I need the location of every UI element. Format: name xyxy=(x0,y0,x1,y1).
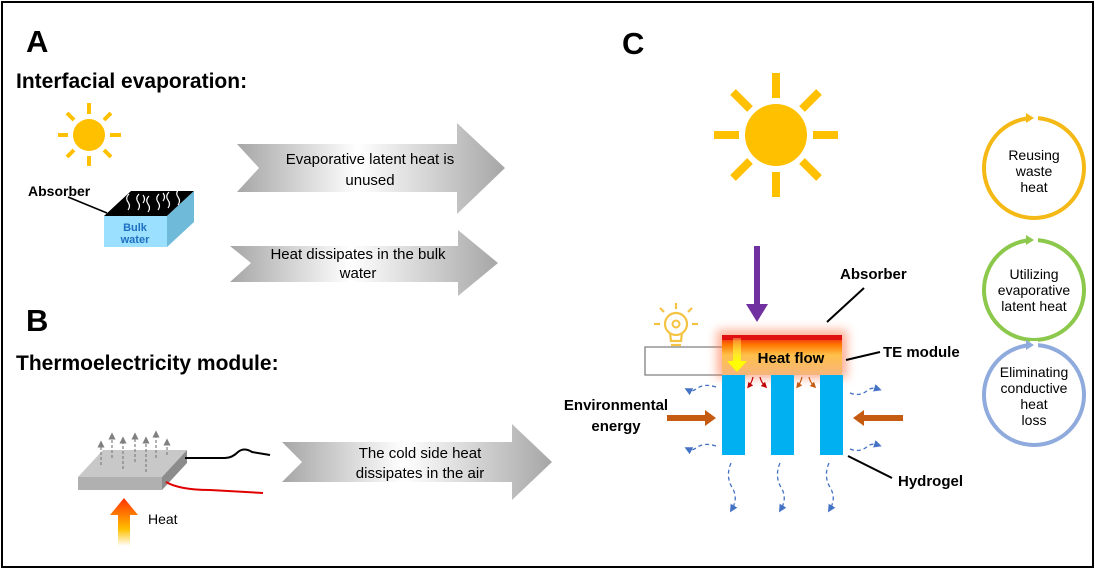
arrow-cold-side-heat xyxy=(282,424,552,500)
benefit-1-line-3: heat xyxy=(1020,179,1047,195)
env-energy-arrow-right xyxy=(853,410,903,426)
benefit-2-line-3: latent heat xyxy=(1001,298,1066,314)
panel-b-letter: B xyxy=(26,303,48,338)
te-module-leader xyxy=(845,351,881,361)
vapor-flow-arrows xyxy=(684,384,882,513)
te-module-block xyxy=(722,335,842,375)
benefit-2-line-2: evaporative xyxy=(998,282,1071,298)
hydrogel-label: Hydrogel xyxy=(898,473,963,490)
hydrogel-column-3 xyxy=(820,375,843,455)
hydrogel-leader xyxy=(847,455,893,479)
arrow-latent-heat-unused xyxy=(237,123,505,214)
hydrogel-column-1 xyxy=(722,375,745,455)
benefit-3-line-4: loss xyxy=(1022,412,1047,428)
arrow-heat-dissipates-bulk xyxy=(230,230,498,296)
panel-b-title: Thermoelectricity module: xyxy=(16,352,279,375)
absorber-water-block: Bulk water xyxy=(104,188,194,247)
heat-flow-arrow-shaft xyxy=(733,338,741,363)
arrow1-text-line2: unused xyxy=(345,172,394,189)
arrow3-text-line1: The cold side heat xyxy=(359,445,482,462)
benefit-3-line-2: conductive xyxy=(1001,380,1068,396)
red-wire xyxy=(165,481,264,494)
bulk-label: Bulk xyxy=(123,222,148,234)
panel-c-letter: C xyxy=(622,26,644,61)
env-energy-arrow-left xyxy=(667,410,716,426)
black-wire xyxy=(185,448,271,459)
benefit-1-line-2: waste xyxy=(1015,163,1053,179)
panel-a-letter: A xyxy=(26,24,48,59)
te-module-plate xyxy=(78,450,187,490)
hydrogel-column-2 xyxy=(771,375,794,455)
solar-input-arrow xyxy=(746,246,768,322)
benefit-2-line-1: Utilizing xyxy=(1009,266,1058,282)
absorber-label-c: Absorber xyxy=(840,266,907,283)
absorber-leader-line xyxy=(67,196,108,214)
circuit-wire xyxy=(644,346,724,376)
light-bulb-icon xyxy=(654,303,698,347)
benefit-3-line-1: Eliminating xyxy=(1000,364,1068,380)
benefit-3-line-3: heat xyxy=(1020,396,1047,412)
env-energy-label-2: energy xyxy=(591,418,641,435)
arrow2-text-line2: water xyxy=(339,265,377,282)
panel-a-title: Interfacial evaporation: xyxy=(16,70,247,93)
benefit-utilizing-latent-heat: Utilizing evaporative latent heat xyxy=(982,235,1086,342)
heat-flow-label: Heat flow xyxy=(758,350,825,367)
arrow3-text-line2: dissipates in the air xyxy=(356,465,484,482)
benefit-eliminating-conductive-loss: Eliminating conductive heat loss xyxy=(982,340,1086,447)
arrow1-text-line1: Evaporative latent heat is xyxy=(286,151,454,168)
benefit-1-line-1: Reusing xyxy=(1008,147,1059,163)
te-module-label: TE module xyxy=(883,344,960,361)
heat-label: Heat xyxy=(148,511,178,527)
env-energy-label-1: Environmental xyxy=(564,397,668,414)
heat-input-arrow xyxy=(110,498,138,546)
large-sun-icon xyxy=(714,73,838,197)
inner-heat-arrows xyxy=(747,376,817,389)
heat-flow-arrow-head xyxy=(727,361,747,372)
water-label: water xyxy=(120,234,150,246)
benefit-reusing-waste-heat: Reusing waste heat xyxy=(982,113,1086,220)
sun-icon xyxy=(58,103,121,166)
absorber-label-a: Absorber xyxy=(28,183,91,199)
heat-dissipation-arrows xyxy=(97,430,171,472)
arrow2-text-line1: Heat dissipates in the bulk xyxy=(270,246,446,263)
absorber-leader-c xyxy=(826,287,865,323)
absorber-layer xyxy=(722,335,842,340)
